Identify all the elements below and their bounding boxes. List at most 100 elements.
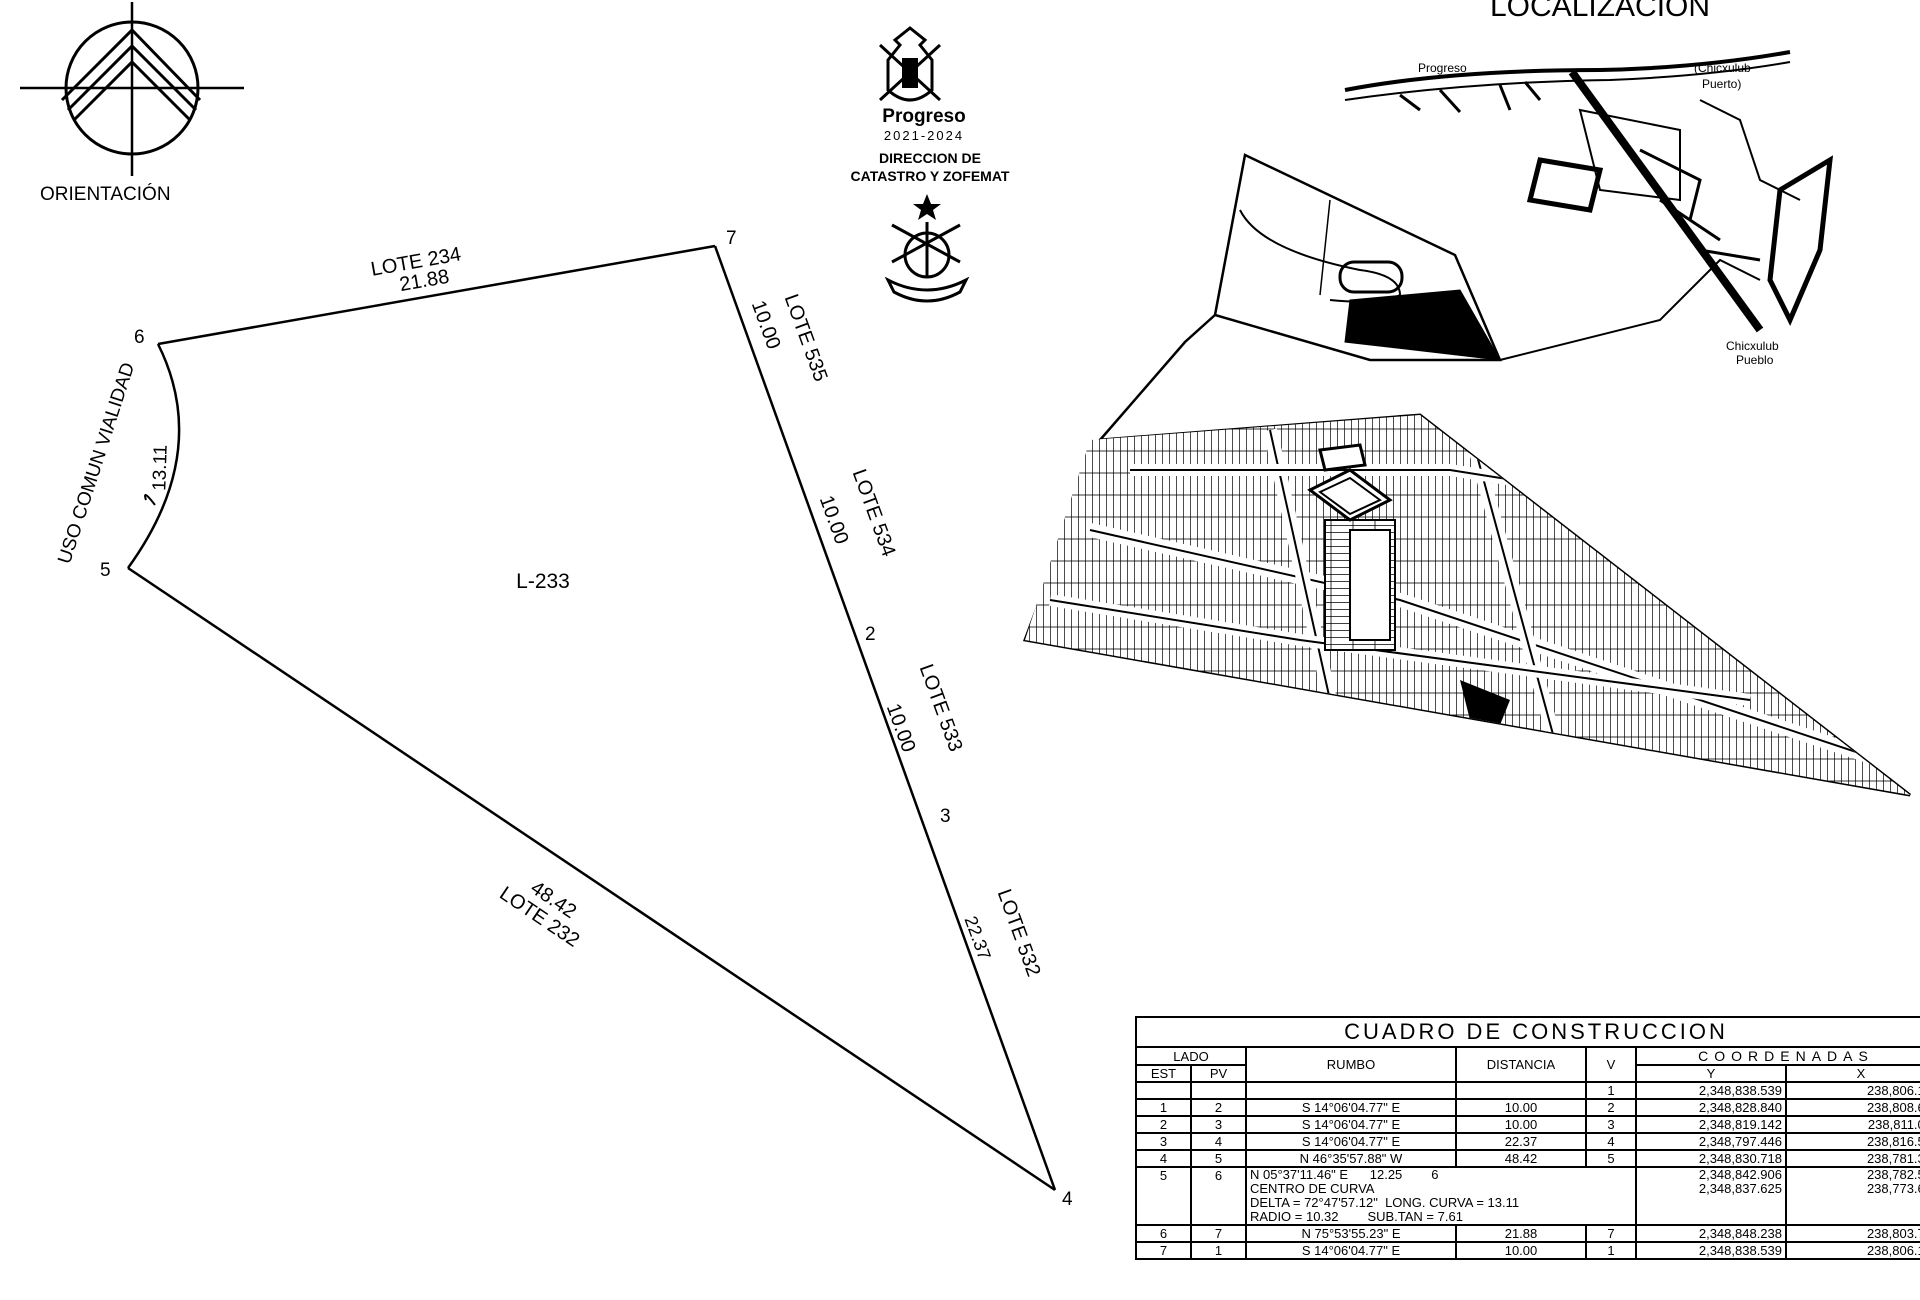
place-chicxulub-pueblo-1: Chicxulub bbox=[1726, 339, 1779, 353]
header-pv: PV bbox=[1190, 1064, 1247, 1083]
cell-rumbo: S 14°06'04.77" E bbox=[1245, 1132, 1457, 1151]
place-chicxulub-pueblo-2: Pueblo bbox=[1736, 353, 1774, 367]
sub-tan-label: SUB.TAN = 7.61 bbox=[1367, 1209, 1463, 1224]
header-lado: LADO bbox=[1135, 1046, 1247, 1066]
cell-est: 1 bbox=[1135, 1098, 1192, 1117]
cell-pv: 2 bbox=[1190, 1098, 1247, 1117]
cell-dist: 10.00 bbox=[1455, 1241, 1587, 1260]
cell-est: 3 bbox=[1135, 1132, 1192, 1151]
cell-est: 5 bbox=[1135, 1166, 1192, 1226]
cell-dist: 12.25 bbox=[1369, 1167, 1403, 1182]
cell-y: 2,348,838.539 bbox=[1635, 1241, 1787, 1260]
cell-x: 238,816.52 bbox=[1784, 1132, 1920, 1151]
cell-est: 2 bbox=[1135, 1115, 1192, 1134]
cell-v: 6 bbox=[1431, 1167, 1439, 1182]
curve-details: N 05°37'11.46" E 12.25 6 CENTRO DE CURVA… bbox=[1245, 1166, 1637, 1226]
header-y: Y bbox=[1635, 1064, 1787, 1083]
cell-centro-x: 238,773.67 bbox=[1866, 1181, 1920, 1196]
header-x: X bbox=[1784, 1064, 1920, 1083]
orientation-label: ORIENTACIÓN bbox=[40, 183, 171, 205]
cell-rumbo: S 14°06'04.77" E bbox=[1245, 1115, 1457, 1134]
header-v: V bbox=[1585, 1046, 1637, 1083]
table-row: 6 7 N 75°53'55.23" E 21.88 7 2,348,848.2… bbox=[1135, 1224, 1920, 1243]
cell-v: 7 bbox=[1585, 1224, 1637, 1243]
cell-y: 2,348,838.539 bbox=[1635, 1081, 1787, 1100]
cell-dist: 22.37 bbox=[1455, 1132, 1587, 1151]
cell-v: 5 bbox=[1585, 1149, 1637, 1168]
header-rumbo: RUMBO bbox=[1245, 1046, 1457, 1083]
lot-534-label: LOTE 534 bbox=[848, 466, 900, 559]
cell-est: 6 bbox=[1135, 1224, 1192, 1243]
cell-x: 238,782.53 bbox=[1866, 1167, 1920, 1182]
cell-v: 4 bbox=[1585, 1132, 1637, 1151]
cell-x: 238,781.33 bbox=[1784, 1149, 1920, 1168]
vertex-3: 3 bbox=[940, 806, 951, 827]
construction-table-panel: CUADRO DE CONSTRUCCION LADO RUMBO DISTAN… bbox=[1135, 1016, 1920, 1300]
long-curva-label: LONG. CURVA = 13.11 bbox=[1385, 1195, 1520, 1210]
vertex-2: 2 bbox=[865, 624, 876, 645]
cell-centro-y: 2,348,837.625 bbox=[1698, 1181, 1782, 1196]
cell-rumbo: N 75°53'55.23" E bbox=[1245, 1224, 1457, 1243]
place-progreso: Progreso bbox=[1418, 61, 1467, 75]
cell-x: 238,806.19 bbox=[1784, 1241, 1920, 1260]
cell-x: 238,806.19 bbox=[1784, 1081, 1920, 1100]
location-map bbox=[1099, 50, 1834, 441]
lot-533-label: LOTE 533 bbox=[915, 661, 967, 754]
cell-pv: 5 bbox=[1190, 1149, 1247, 1168]
cell-y: 2,348,819.142 bbox=[1635, 1115, 1787, 1134]
dist-532-label: 22.37 bbox=[961, 913, 995, 962]
cell-rumbo: S 14°06'04.77" E bbox=[1245, 1241, 1457, 1260]
vertex-4: 4 bbox=[1062, 1189, 1073, 1210]
lot-532-label: LOTE 532 bbox=[993, 886, 1045, 979]
cell-y-curve: 2,348,842.906 2,348,837.625 bbox=[1635, 1166, 1787, 1226]
table-row: 3 4 S 14°06'04.77" E 22.37 4 2,348,797.4… bbox=[1135, 1132, 1920, 1151]
dept-line2: CATASTRO Y ZOFEMAT bbox=[851, 168, 1010, 184]
anchor-seal-icon bbox=[884, 194, 970, 303]
vertex-5: 5 bbox=[100, 560, 111, 581]
cell-y: 2,348,830.718 bbox=[1635, 1149, 1787, 1168]
cell-y: 2,348,828.840 bbox=[1635, 1098, 1787, 1117]
cell-x: 238,808.63 bbox=[1784, 1098, 1920, 1117]
cell-y: 2,348,797.446 bbox=[1635, 1132, 1787, 1151]
table-row: 1 2 S 14°06'04.77" E 10.00 2 2,348,828.8… bbox=[1135, 1098, 1920, 1117]
header-est: EST bbox=[1135, 1064, 1192, 1083]
location-title: LOCALIZACION bbox=[1490, 0, 1710, 23]
centro-label: CENTRO DE CURVA bbox=[1250, 1181, 1375, 1196]
cell-pv: 6 bbox=[1190, 1166, 1247, 1226]
lot-boundary bbox=[126, 244, 1057, 1192]
table-row: 7 1 S 14°06'04.77" E 10.00 1 2,348,838.5… bbox=[1135, 1241, 1920, 1260]
cell-v: 1 bbox=[1585, 1081, 1637, 1100]
cell-y: 2,348,848.238 bbox=[1635, 1224, 1787, 1243]
cell-pv: 7 bbox=[1190, 1224, 1247, 1243]
construction-table: CUADRO DE CONSTRUCCION LADO RUMBO DISTAN… bbox=[1135, 1016, 1920, 1260]
radio-label: RADIO = 10.32 bbox=[1250, 1209, 1339, 1224]
vertex-7: 7 bbox=[726, 228, 737, 249]
arc-symbol-icon bbox=[144, 494, 156, 506]
cell-v: 1 bbox=[1585, 1241, 1637, 1260]
cell-y: 2,348,842.906 bbox=[1698, 1167, 1782, 1182]
cell-rumbo: N 46°35'57.88" W bbox=[1245, 1149, 1457, 1168]
header-coordenadas: COORDENADAS bbox=[1634, 1046, 1920, 1066]
cell-rumbo: N 05°37'11.46" E bbox=[1250, 1167, 1349, 1182]
cell-x: 238,811.07 bbox=[1784, 1115, 1920, 1134]
cell-dist: 10.00 bbox=[1455, 1098, 1587, 1117]
cell-v: 3 bbox=[1585, 1115, 1637, 1134]
cell-x-curve: 238,782.53 238,773.67 bbox=[1784, 1166, 1920, 1226]
logo-name: Progreso bbox=[882, 106, 965, 127]
table-title: CUADRO DE CONSTRUCCION bbox=[1135, 1016, 1920, 1048]
table-row-curve: 5 6 N 05°37'11.46" E 12.25 6 CENTRO DE C… bbox=[1135, 1166, 1920, 1226]
place-chicxulub-puerto-1: (Chicxulub bbox=[1694, 61, 1751, 75]
municipal-emblem-icon bbox=[878, 26, 942, 102]
cell-est: 7 bbox=[1135, 1241, 1192, 1260]
arc-length-label: 13.11 bbox=[149, 444, 172, 491]
cell-dist: 48.42 bbox=[1455, 1149, 1587, 1168]
header-distancia: DISTANCIA bbox=[1455, 1046, 1587, 1083]
development-plan bbox=[1022, 413, 1911, 797]
dept-line1: DIRECCION DE bbox=[879, 150, 981, 166]
cell-pv: 4 bbox=[1190, 1132, 1247, 1151]
cell-dist: 21.88 bbox=[1455, 1224, 1587, 1243]
cell-dist: 10.00 bbox=[1455, 1115, 1587, 1134]
north-arrow-icon bbox=[20, 2, 244, 176]
place-chicxulub-puerto-2: Puerto) bbox=[1702, 77, 1741, 91]
logo-years: 2021-2024 bbox=[884, 128, 964, 143]
